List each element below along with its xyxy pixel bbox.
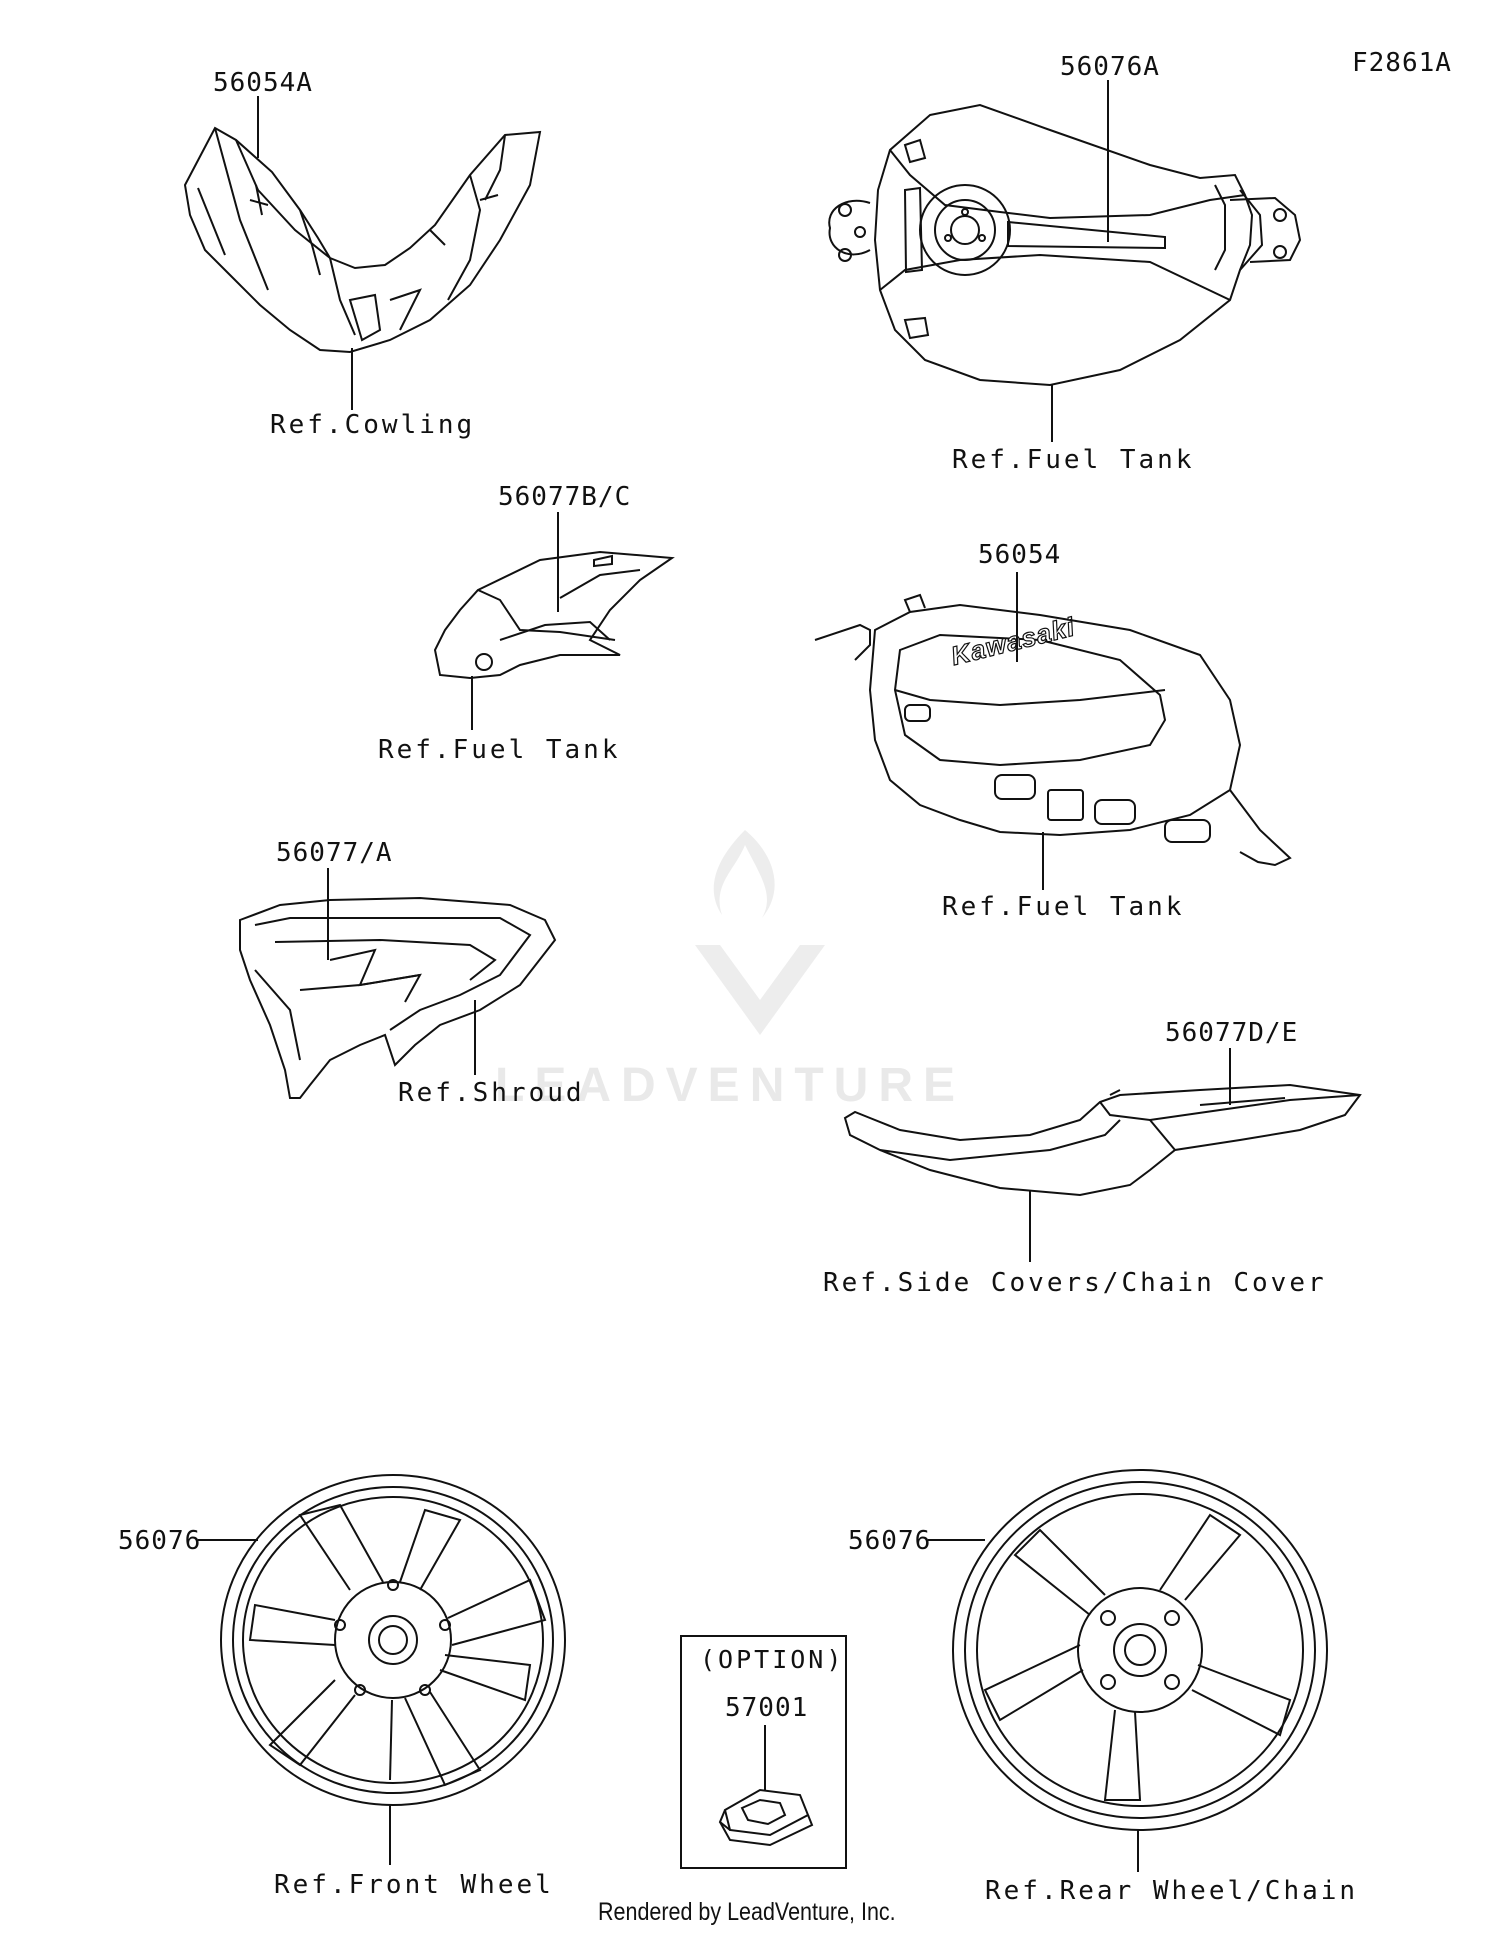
watermark: LEADVENTURE [495, 1059, 966, 1112]
cowling-ref-label: Ref.Cowling [270, 410, 476, 440]
side-cover-ref-label: Ref.Side Covers/Chain Cover [823, 1268, 1327, 1298]
fuel-tank-side-part-number: 56077B/C [498, 482, 632, 512]
figure-code: F2861A [1352, 48, 1452, 78]
fuel-tank-top-ref-label: Ref.Fuel Tank [952, 445, 1195, 475]
front-wheel-part-number: 56076 [118, 1526, 202, 1556]
footer-credit: Rendered by LeadVenture, Inc. [598, 1898, 896, 1926]
shroud-ref-label: Ref.Shroud [398, 1078, 585, 1108]
option-box [680, 1635, 847, 1869]
option-title: (OPTION) [700, 1645, 845, 1674]
rear-wheel-ref-label: Ref.Rear Wheel/Chain [985, 1876, 1359, 1906]
fuel-tank-top-part-number: 56076A [1060, 52, 1160, 82]
fuel-tank-kawasaki-part-number: 56054 [978, 540, 1062, 570]
fuel-tank-side-ref-label: Ref.Fuel Tank [378, 735, 621, 765]
side-cover-part-number: 56077D/E [1165, 1018, 1299, 1048]
front-wheel-ref-label: Ref.Front Wheel [274, 1870, 554, 1900]
shroud-part-number: 56077/A [276, 838, 393, 868]
cowling-part-number: 56054A [213, 68, 313, 98]
fuel-tank-kawasaki-ref-label: Ref.Fuel Tank [942, 892, 1185, 922]
option-part-number: 57001 [725, 1693, 809, 1723]
rear-wheel-part-number: 56076 [848, 1526, 932, 1556]
